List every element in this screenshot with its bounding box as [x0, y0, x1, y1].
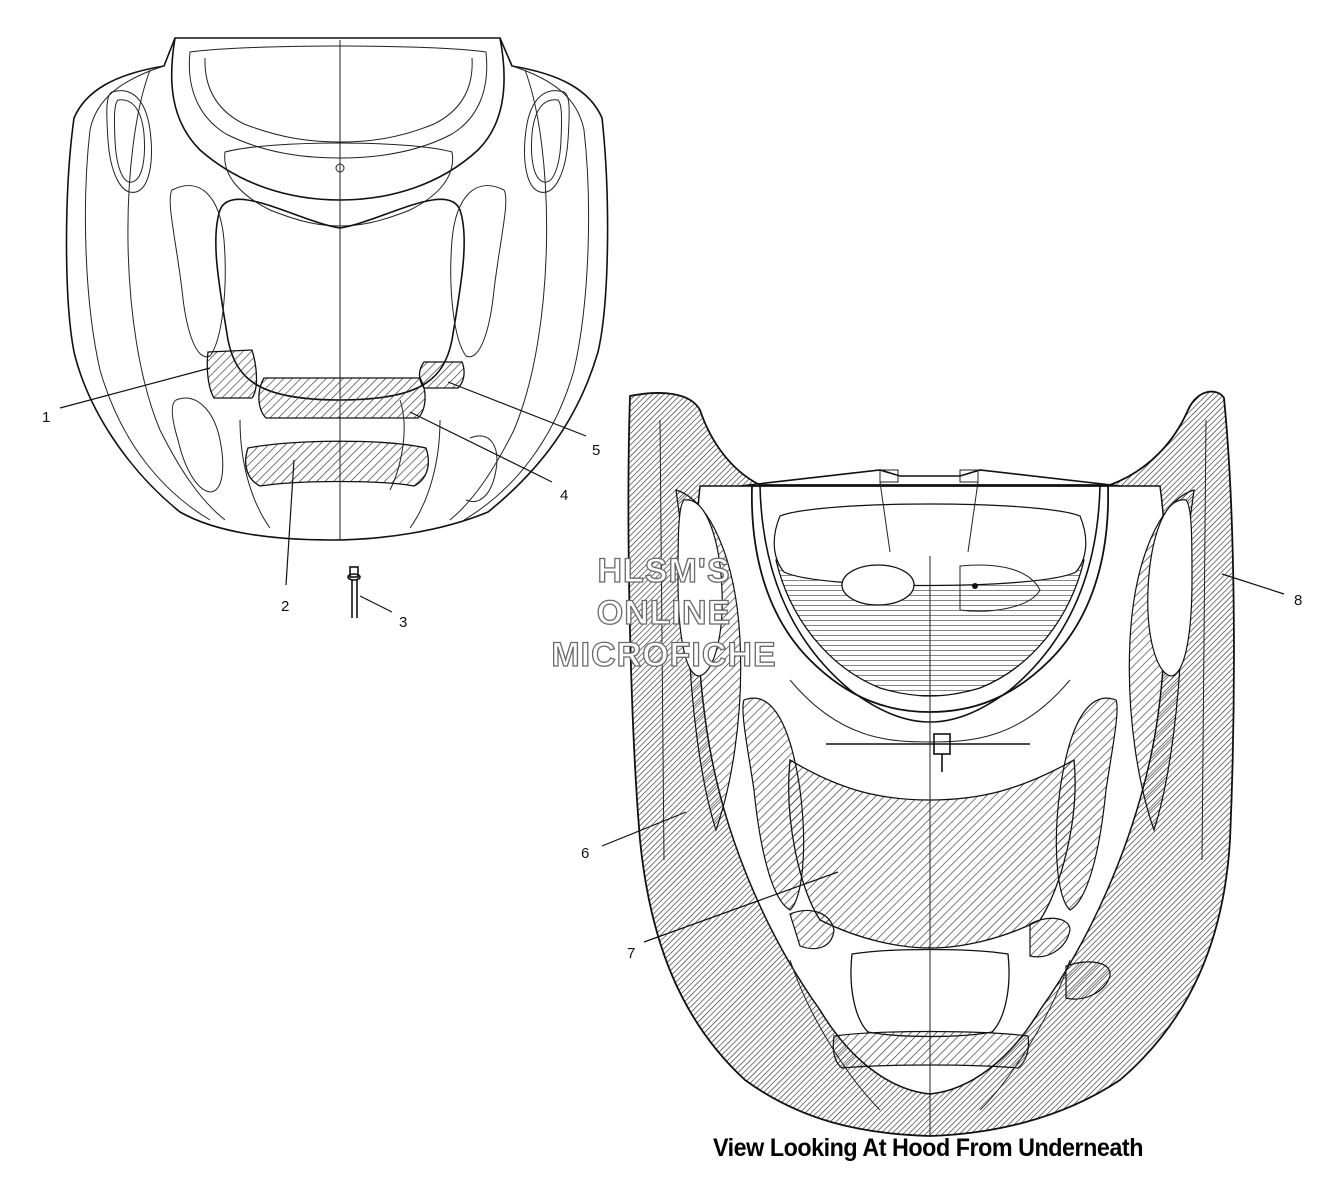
callout-1: 1	[42, 409, 50, 426]
diagram-caption: View Looking At Hood From Underneath	[713, 1134, 1143, 1162]
callouts: 1 2 3 4 5 6 7 8	[42, 367, 1302, 962]
callout-7: 7	[627, 945, 635, 962]
watermark: HLSM'S ONLINE MICROFICHE	[551, 551, 777, 674]
callout-8: 8	[1294, 592, 1302, 609]
hood-grille-lower	[245, 440, 429, 487]
hood-underneath-view	[627, 390, 1235, 1137]
hood-grille-right	[418, 361, 465, 389]
hood-grille-center-upper	[258, 377, 426, 419]
hood-top-view	[65, 37, 609, 541]
watermark-line-3: MICROFICHE	[551, 636, 776, 674]
hood-grille-left	[206, 349, 258, 399]
hood-outer-shell	[65, 37, 609, 541]
rivet	[347, 566, 361, 618]
callout-4: 4	[560, 487, 568, 504]
callout-5: 5	[592, 442, 600, 459]
watermark-line-2: ONLINE	[597, 594, 731, 632]
callout-2: 2	[281, 598, 289, 615]
callout-6: 6	[581, 845, 589, 862]
watermark-line-1: HLSM'S	[597, 552, 730, 590]
callout-3: 3	[399, 614, 407, 631]
